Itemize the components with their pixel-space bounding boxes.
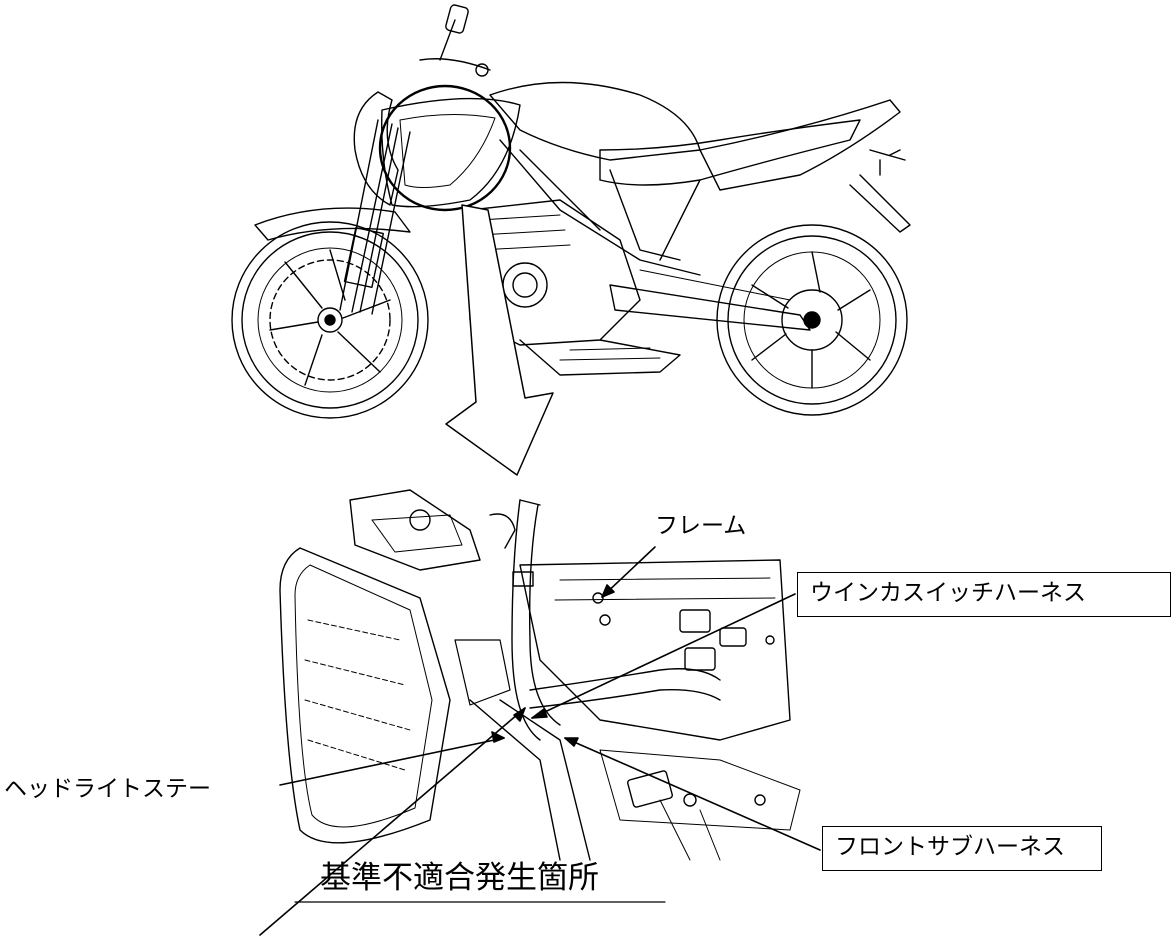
front-fender	[254, 207, 411, 241]
turn-signal-switch-harness-label: ウインカスイッチハーネス	[797, 572, 1171, 617]
swingarm	[609, 284, 811, 331]
detail-view	[270, 478, 810, 868]
callout-circle	[378, 84, 512, 212]
rear-wheel	[716, 224, 908, 416]
motorcycle-side-view	[231, 4, 911, 419]
seat	[599, 119, 861, 186]
front-sub-harness-label: フロントサブハーネス	[822, 826, 1102, 871]
headlight-cowl	[353, 91, 399, 206]
headlight-housing	[279, 547, 451, 844]
leader-lines	[259, 546, 821, 936]
front-fork	[339, 119, 411, 315]
headlight-stay-bracket	[454, 639, 511, 706]
tank-shroud	[381, 97, 521, 208]
front-wheel	[231, 221, 429, 419]
handlebar	[419, 4, 491, 77]
frame-label: フレーム	[655, 513, 747, 539]
main-frame	[499, 139, 701, 276]
frame-body	[519, 559, 791, 741]
fuel-tank	[489, 81, 701, 161]
callout-arrow	[445, 204, 554, 476]
tail-section	[699, 99, 901, 191]
headlight-stay-label: ヘッドライトステー	[4, 776, 211, 802]
nonconformity-location-caption: 基準不適合発生箇所	[320, 860, 599, 896]
